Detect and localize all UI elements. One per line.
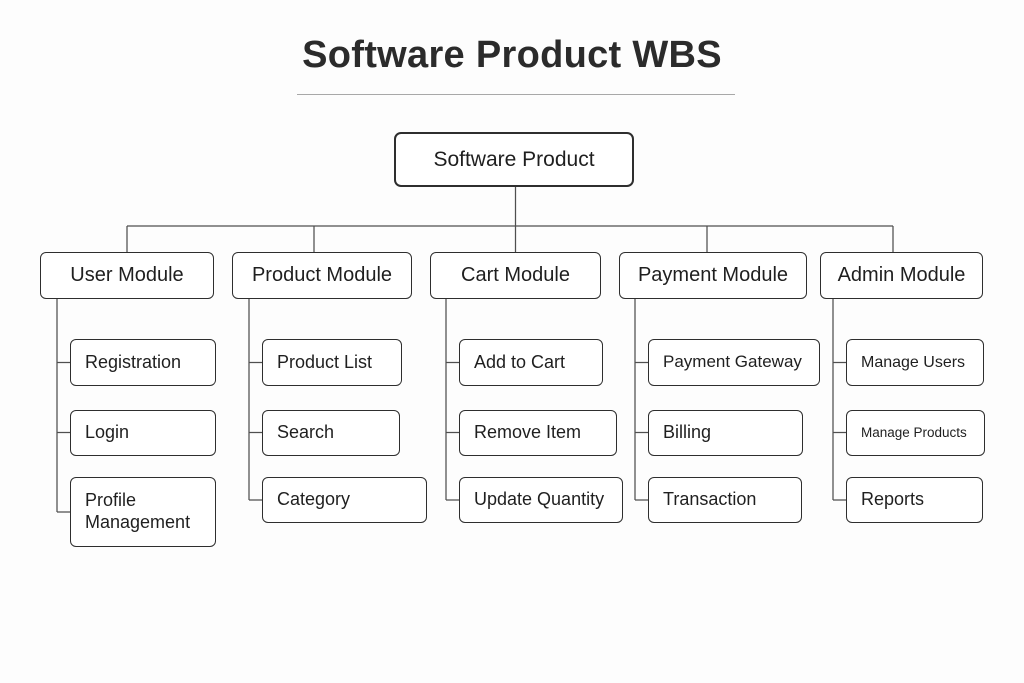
module-node-admin: Admin Module — [820, 252, 983, 299]
module-node-cart: Cart Module — [430, 252, 601, 299]
page-title: Software Product WBS — [302, 34, 722, 76]
admin-module-connector — [832, 299, 846, 501]
module-label: Payment Module — [637, 264, 789, 286]
child-node-label: Payment Gateway — [663, 352, 802, 372]
child-node-billing: Billing — [648, 410, 803, 456]
child-node-registration: Registration — [70, 339, 216, 386]
child-node-search: Search — [262, 410, 400, 456]
child-node-label: Add to Cart — [474, 351, 566, 372]
title-underline — [297, 94, 735, 95]
child-node-payment-gateway: Payment Gateway — [648, 339, 820, 386]
module-label: Cart Module — [461, 264, 570, 286]
child-node-manage-products: Manage Products — [846, 410, 985, 456]
payment-module-connector — [634, 299, 648, 501]
product-module-connector — [248, 299, 262, 501]
child-node-reports: Reports — [846, 477, 983, 523]
child-node-login: Login — [70, 410, 216, 456]
child-node-label: Category — [277, 489, 351, 510]
child-node-label: Billing — [663, 422, 712, 443]
child-node-label: Update Quantity — [474, 489, 605, 510]
root-node: Software Product — [394, 132, 634, 187]
child-node-product-list: Product List — [262, 339, 402, 386]
child-node-manage-users: Manage Users — [846, 339, 984, 386]
module-node-product: Product Module — [232, 252, 412, 299]
user-module-connector — [56, 299, 70, 513]
module-label: Admin Module — [837, 264, 966, 286]
child-node-add-to-cart: Add to Cart — [459, 339, 603, 386]
module-node-payment: Payment Module — [619, 252, 807, 299]
child-node-label: Login — [85, 422, 130, 443]
root-to-modules-connector — [126, 187, 894, 252]
child-node-label: Registration — [85, 351, 182, 372]
child-node-label: Remove Item — [474, 422, 582, 443]
child-node-label: Reports — [861, 489, 925, 510]
child-node-profile-management: Profile Management — [70, 477, 216, 547]
child-node-update-quantity: Update Quantity — [459, 477, 623, 523]
child-node-transaction: Transaction — [648, 477, 802, 523]
module-node-user: User Module — [40, 252, 214, 299]
child-node-label: Search — [277, 422, 335, 443]
child-node-category: Category — [262, 477, 427, 523]
child-node-label: Profile Management — [85, 490, 191, 532]
child-node-label: Transaction — [663, 489, 757, 510]
cart-module-connector — [445, 299, 459, 501]
child-node-label: Manage Users — [861, 353, 966, 371]
root-node-label: Software Product — [433, 147, 595, 171]
child-node-label: Product List — [277, 351, 373, 372]
module-label: User Module — [70, 264, 184, 286]
module-label: Product Module — [251, 264, 393, 286]
child-node-remove-item: Remove Item — [459, 410, 617, 456]
child-node-label: Manage Products — [861, 424, 967, 440]
